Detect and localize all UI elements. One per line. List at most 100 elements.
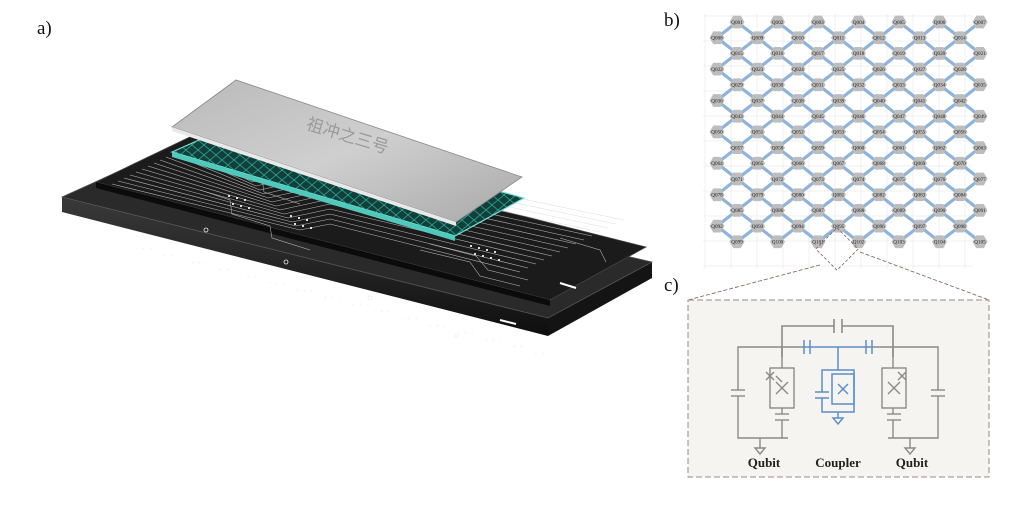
- qubit-label: Q050: [711, 130, 723, 136]
- qubit-node: Q025: [831, 62, 846, 76]
- qubit-hexagon: [790, 219, 806, 233]
- qubit-hexagon: [932, 235, 947, 249]
- qubit-hexagon: [810, 47, 826, 60]
- qubit-hexagon: [729, 141, 745, 154]
- qubit-node: Q090: [932, 204, 947, 217]
- qubit-hexagon: [972, 204, 988, 217]
- qubit-hexagon: [912, 62, 927, 76]
- qubit-node: Q040: [871, 94, 887, 107]
- qubit-node: Q001: [729, 15, 745, 29]
- qubit-node: Q105: [972, 235, 988, 249]
- board-marker: [559, 282, 577, 289]
- qubit-node: Q067: [831, 156, 846, 170]
- qubit-node: Q033: [891, 78, 907, 92]
- qubit-node: Q008: [709, 31, 725, 45]
- qubit-hexagon: [790, 188, 806, 202]
- qubit-label: Q018: [853, 51, 865, 57]
- qubit-label: Q080: [792, 193, 804, 199]
- qubit-hexagon: [932, 204, 947, 217]
- qubit-node: Q104: [932, 235, 947, 249]
- qubit-node: Q073: [810, 172, 826, 186]
- qubit-hexagon: [932, 15, 947, 29]
- qubit-hexagon: [932, 109, 947, 123]
- qubit-label: Q004: [853, 20, 865, 26]
- qubit-node: Q096: [871, 219, 887, 233]
- qubit-hexagon: [790, 125, 806, 139]
- qubit-hexagon: [952, 94, 968, 107]
- qubit-node: Q019: [891, 47, 907, 60]
- qubit-label: Q016: [772, 51, 784, 57]
- qubit-label: Q041: [914, 98, 926, 104]
- qubit-hexagon: [871, 125, 887, 139]
- qubit-label: Q093: [752, 224, 764, 230]
- qubit-node: Q015: [729, 47, 745, 60]
- qubit-label: Q102: [853, 240, 865, 246]
- qubit-node: Q038: [790, 94, 806, 107]
- qubit-hexagon: [770, 204, 785, 217]
- qubit-hexagon: [810, 141, 826, 154]
- qubit-label: Q040: [873, 98, 885, 104]
- qubit-label: Q082: [873, 193, 885, 199]
- qubit-hexagon: [729, 78, 745, 92]
- qubit-hexagon: [831, 219, 846, 233]
- qubit-node: Q069: [912, 156, 927, 170]
- qubit-hexagon: [932, 78, 947, 92]
- qubit-label: Q037: [752, 98, 764, 104]
- qubit-hexagon: [912, 219, 927, 233]
- qubit-node: Q032: [851, 78, 866, 92]
- qubit-node: Q044: [770, 109, 785, 123]
- qubit-node: Q092: [709, 219, 725, 233]
- qubit-label: Q034: [934, 83, 946, 89]
- qubit-label: Q022: [711, 67, 723, 73]
- qubit-node: Q077: [972, 172, 988, 186]
- qubit-node: Q081: [831, 188, 846, 202]
- qubit-node: Q046: [851, 109, 866, 123]
- qubit-label: Q039: [833, 98, 845, 104]
- qubit-node: Q026: [871, 62, 887, 76]
- qubit-hexagon: [891, 172, 907, 186]
- qubit-hexagon: [750, 156, 765, 170]
- qubit-hexagon: [729, 109, 745, 123]
- chip-lid: 祖冲之三号: [171, 79, 523, 226]
- qubit-label: Q083: [914, 193, 926, 199]
- qubit-label: Q005: [893, 20, 905, 26]
- qubit-label: Q028: [954, 67, 966, 73]
- qubit-label: Q096: [873, 224, 885, 230]
- qubit-label: Q098: [954, 224, 966, 230]
- qubit-hexagon: [810, 204, 826, 217]
- qubit-hexagon: [972, 15, 988, 29]
- qubit-hexagon: [750, 31, 765, 45]
- qubit-label: Q044: [772, 114, 784, 120]
- qubit-hexagon: [810, 15, 826, 29]
- qubit-node: Q029: [729, 78, 745, 92]
- qubit-hexagon: [932, 172, 947, 186]
- right-qubit-label: Qubit: [896, 455, 929, 470]
- qubit-node: Q047: [891, 109, 907, 123]
- qubit-node: Q099: [729, 235, 745, 249]
- qubit-label: Q065: [752, 161, 764, 167]
- qubit-node: Q066: [790, 156, 806, 170]
- qubit-node: Q057: [729, 141, 745, 154]
- qubit-node: Q093: [750, 219, 765, 233]
- qubit-hexagon: [952, 62, 968, 76]
- qubit-label: Q030: [772, 83, 784, 89]
- qubit-label: Q070: [954, 161, 966, 167]
- qubit-hexagon: [871, 62, 887, 76]
- qubit-node: Q062: [932, 141, 947, 154]
- qubit-hexagon: [912, 94, 927, 107]
- qubit-node: Q074: [851, 172, 866, 186]
- qubit-hexagon: [790, 94, 806, 107]
- qubit-hexagon: [851, 109, 866, 123]
- qubit-label: Q059: [812, 145, 824, 151]
- qubit-node: Q091: [972, 204, 988, 217]
- base-rim: [120, 240, 560, 360]
- qubit-hexagon: [952, 188, 968, 202]
- qubit-hexagon: [952, 125, 968, 139]
- qubit-hexagon: [709, 156, 725, 170]
- qubit-node: Q071: [729, 172, 745, 186]
- qubit-label: Q095: [833, 224, 845, 230]
- qubit-label: Q099: [731, 240, 743, 246]
- qubit-hexagon: [831, 62, 846, 76]
